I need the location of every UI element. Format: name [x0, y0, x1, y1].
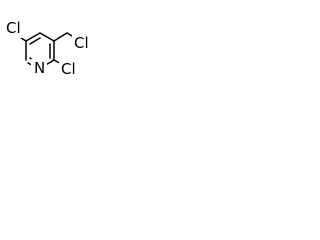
chlorine-methyl-label: Cl — [74, 34, 89, 52]
chemical-structure-diagram: Cl N Cl Cl — [4, 19, 92, 78]
chlorine-left-background — [4, 20, 24, 38]
chlorine-methyl-background — [72, 34, 92, 52]
chlorine-left-label: Cl — [6, 19, 21, 37]
bond-c5-ch2 — [53, 32, 68, 42]
bond-c5-c4 — [39, 32, 55, 42]
nitrogen-label: N — [34, 59, 45, 77]
bond-c4-c3 — [25, 32, 41, 42]
chlorine-right-background — [59, 60, 79, 78]
nitrogen-background — [31, 59, 47, 77]
chlorine-right-label: Cl — [61, 60, 76, 78]
bond-c3-c4-inner — [29, 37, 41, 45]
